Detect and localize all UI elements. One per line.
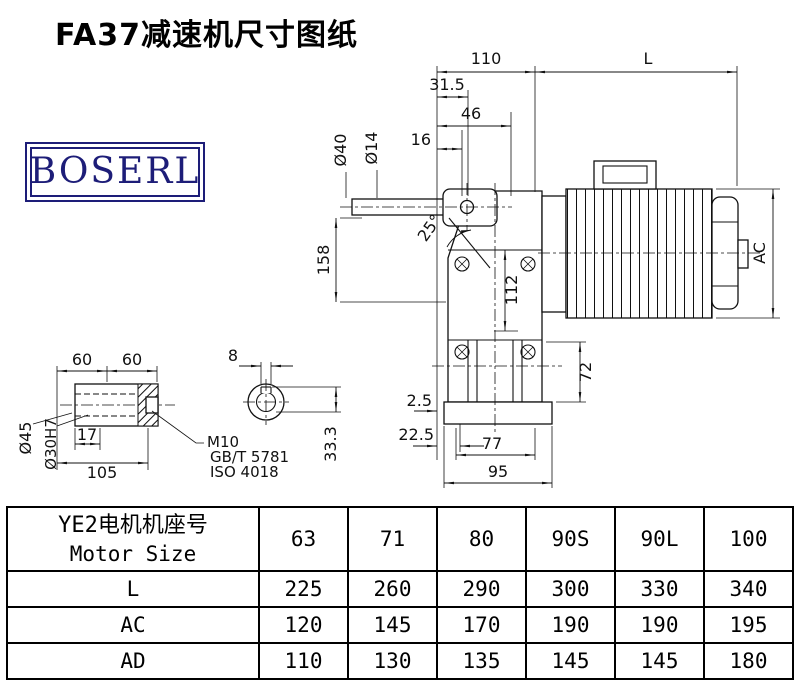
- cell-L-0: 225: [258, 570, 349, 608]
- col-90l: 90L: [614, 506, 705, 572]
- dim-105: 105: [87, 463, 118, 482]
- dimension-annotations: 110 L 31.5 46 16 Ø40 Ø14 25° 158: [16, 49, 780, 488]
- dim-dia14: Ø14: [362, 132, 381, 165]
- cell-AC-3: 190: [525, 606, 616, 644]
- cell-AC-0: 120: [258, 606, 349, 644]
- table-header-row: YE2电机机座号 Motor Size 63 71 80 90S 90L 100: [6, 506, 794, 572]
- header-motor-size-en: Motor Size: [69, 542, 197, 566]
- table-row-L: L 225 260 290 300 330 340: [6, 570, 794, 608]
- col-71: 71: [347, 506, 438, 572]
- mounting-foot: [443, 401, 553, 425]
- col-90s: 90S: [525, 506, 616, 572]
- dim-dia30h7: Ø30H7: [42, 418, 60, 470]
- cell-L-2: 290: [436, 570, 527, 608]
- dim-L: L: [644, 49, 653, 68]
- dim-31-5: 31.5: [429, 75, 465, 94]
- dim-60-right: 60: [122, 350, 142, 369]
- motor-flange: [541, 195, 567, 313]
- dim-46: 46: [461, 104, 481, 123]
- dim-110: 110: [471, 49, 502, 68]
- label-m10: M10: [207, 433, 239, 451]
- dim-2-5: 2.5: [407, 391, 432, 410]
- label-iso-4018: ISO 4018: [210, 463, 279, 481]
- cell-AD-0: 110: [258, 642, 349, 680]
- row-label-AD: AD: [6, 642, 260, 680]
- col-100: 100: [703, 506, 794, 572]
- boserl-logo: BOSERL: [25, 142, 205, 202]
- cell-AD-2: 135: [436, 642, 527, 680]
- shaft-section-view: [243, 379, 289, 425]
- dim-dia45: Ø45: [16, 422, 35, 455]
- dim-33-3: 33.3: [321, 426, 340, 462]
- motor-size-table: YE2电机机座号 Motor Size 63 71 80 90S 90L 100…: [6, 506, 794, 680]
- housing-bolts: [454, 256, 536, 360]
- dim-8: 8: [228, 346, 238, 365]
- dimension-drawing: 110 L 31.5 46 16 Ø40 Ø14 25° 158: [16, 49, 780, 488]
- dim-158: 158: [314, 245, 333, 276]
- dim-16: 16: [411, 130, 431, 149]
- main-view: [340, 160, 762, 434]
- col-80: 80: [436, 506, 527, 572]
- dim-72: 72: [576, 362, 595, 382]
- dim-60-left: 60: [72, 350, 92, 369]
- dim-17: 17: [77, 425, 97, 444]
- cell-AC-2: 170: [436, 606, 527, 644]
- label-gbt-5781: GB/T 5781: [210, 448, 289, 466]
- header-motor-size: YE2电机机座号 Motor Size: [6, 506, 260, 572]
- header-motor-size-cn: YE2电机机座号: [58, 513, 208, 538]
- cell-AD-3: 145: [525, 642, 616, 680]
- dim-AC: AC: [750, 242, 769, 264]
- cell-AD-4: 145: [614, 642, 705, 680]
- dim-22-5: 22.5: [398, 425, 434, 444]
- dim-95: 95: [488, 462, 508, 481]
- shaft-detail-view: [32, 383, 204, 444]
- cell-L-4: 330: [614, 570, 705, 608]
- col-63: 63: [258, 506, 349, 572]
- row-label-L: L: [6, 570, 260, 608]
- dim-77: 77: [482, 434, 502, 453]
- table-row-AD: AD 110 130 135 145 145 180: [6, 642, 794, 680]
- cell-L-1: 260: [347, 570, 438, 608]
- table-row-AC: AC 120 145 170 190 190 195: [6, 606, 794, 644]
- motor-body: [565, 188, 713, 319]
- cell-AC-5: 195: [703, 606, 794, 644]
- cell-AD-1: 130: [347, 642, 438, 680]
- cell-AC-4: 190: [614, 606, 705, 644]
- dim-angle-25: 25°: [414, 211, 446, 245]
- page-title: FA37减速机尺寸图纸: [55, 18, 359, 53]
- cell-L-5: 340: [703, 570, 794, 608]
- tapped-hole-m10: [145, 396, 159, 414]
- cell-L-3: 300: [525, 570, 616, 608]
- boserl-logo-text: BOSERL: [29, 151, 201, 192]
- cell-AC-1: 145: [347, 606, 438, 644]
- boserl-logo-frame: BOSERL: [30, 147, 200, 197]
- row-label-AC: AC: [6, 606, 260, 644]
- dim-dia40: Ø40: [331, 134, 350, 167]
- dim-112: 112: [502, 275, 521, 306]
- cell-AD-5: 180: [703, 642, 794, 680]
